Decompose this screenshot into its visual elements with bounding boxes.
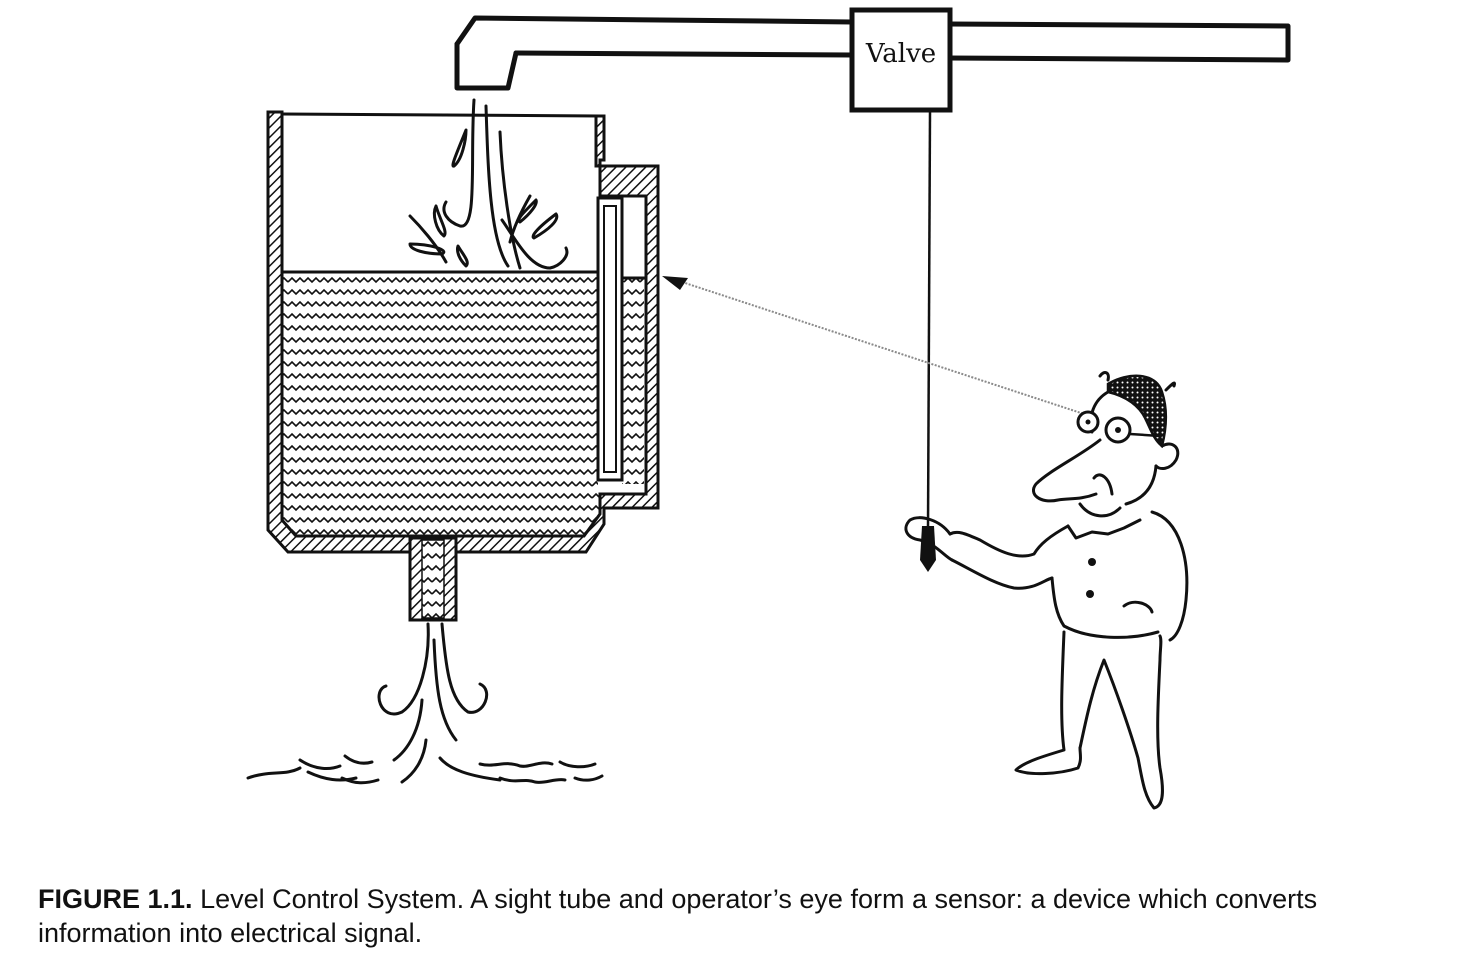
outlet-water-stream (377, 622, 502, 784)
caption-text: Level Control System. A sight tube and o… (38, 884, 1318, 948)
valve: Valve (849, 7, 953, 113)
inlet-pipe (454, 15, 1291, 91)
arrowhead-icon (662, 276, 688, 290)
operator (904, 371, 1189, 810)
sight-tube-liquid (622, 278, 644, 484)
valve-label: Valve (865, 39, 936, 69)
line-of-sight (662, 276, 1085, 415)
plumb-weight (920, 526, 936, 572)
inlet-water-stream (408, 98, 569, 270)
valve-control-rod (926, 111, 932, 529)
level-control-diagram: Valve (246, 7, 1291, 810)
figure-number: FIGURE 1.1. (38, 884, 193, 914)
tank (266, 110, 660, 554)
puddle-ripples (246, 754, 604, 785)
tank-liquid (282, 272, 602, 536)
outlet-pipe (408, 536, 458, 622)
sight-tube (596, 196, 624, 482)
figure-caption: FIGURE 1.1. Level Control System. A sigh… (38, 882, 1458, 950)
